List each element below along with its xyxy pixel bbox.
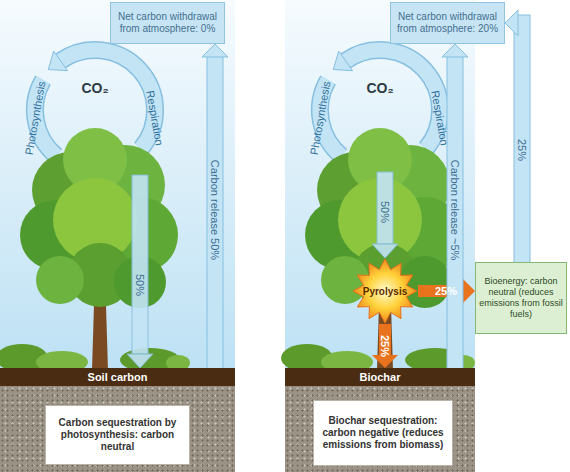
flow-arrow bbox=[202, 44, 228, 368]
node-text: Soil carbon bbox=[0, 368, 235, 386]
flow-label: Carbon release ~5% bbox=[449, 160, 461, 261]
node-text: Biochar bbox=[285, 368, 475, 386]
node-text: Carbon sequestration by photosynthesis: … bbox=[49, 417, 186, 453]
down-arrow bbox=[127, 175, 153, 368]
flow-label: 25% bbox=[379, 335, 391, 357]
flow-arrow-outline bbox=[447, 57, 464, 368]
down-arrow-head bbox=[372, 244, 398, 258]
chemical-formula: CO₂ bbox=[81, 80, 108, 96]
node-text: Pyrolysis bbox=[363, 286, 407, 297]
soil-layer: Soil carbonCarbon sequestration by photo… bbox=[0, 368, 235, 472]
flow-label: Carbon release 50% bbox=[209, 160, 221, 260]
withdrawal-box: Net carbon withdrawal from atmosphere: 0… bbox=[110, 2, 225, 44]
withdrawal-box: Net carbon withdrawal from atmosphere: 2… bbox=[390, 2, 505, 44]
node-text: Net carbon withdrawal from atmosphere: 0… bbox=[115, 11, 220, 35]
node-text: Biochar sequestration: carbon negative (… bbox=[317, 415, 449, 451]
flow-arrowhead bbox=[505, 10, 518, 36]
flow-arrowhead bbox=[202, 44, 228, 57]
sequestration-box: Biochar sequestration: carbon negative (… bbox=[313, 400, 453, 466]
pyrolysis-burst: Pyrolysis bbox=[352, 258, 418, 324]
flow-arrow bbox=[372, 324, 398, 368]
down-arrow-head bbox=[127, 354, 153, 368]
flow-label: 25% bbox=[435, 285, 457, 297]
down-arrow-shaft bbox=[132, 175, 148, 354]
down-arrow bbox=[372, 172, 398, 258]
down-arrow-shaft bbox=[377, 172, 393, 244]
flow-percent: 50% bbox=[134, 274, 146, 296]
tree-cycle bbox=[0, 50, 190, 373]
flow-percent: 50% bbox=[379, 201, 391, 223]
flow-arrow-band bbox=[448, 57, 463, 368]
starburst-outline bbox=[353, 259, 417, 323]
node-text: Net carbon withdrawal from atmosphere: 2… bbox=[395, 11, 500, 35]
flow-arrow bbox=[505, 10, 522, 262]
biochar-layer: BiocharBiochar sequestration: carbon neg… bbox=[285, 368, 475, 472]
flow-arrow-band bbox=[418, 285, 462, 297]
flow-arrow-outline bbox=[207, 57, 224, 368]
flow-label: 25% bbox=[516, 139, 528, 161]
flow-arrowhead bbox=[442, 44, 468, 57]
tree-cycle bbox=[281, 50, 475, 373]
bioenergy-box: Bioenergy: carbon neutral (reduces emiss… bbox=[475, 262, 567, 334]
flow-arrow-band bbox=[208, 57, 223, 368]
flow-arrowhead bbox=[462, 278, 475, 304]
node-text: Bioenergy: carbon neutral (reduces emiss… bbox=[479, 276, 563, 320]
chemical-formula: CO₂ bbox=[366, 80, 393, 96]
flow-arrow bbox=[442, 44, 468, 368]
sequestration-box: Carbon sequestration by photosynthesis: … bbox=[45, 405, 190, 465]
